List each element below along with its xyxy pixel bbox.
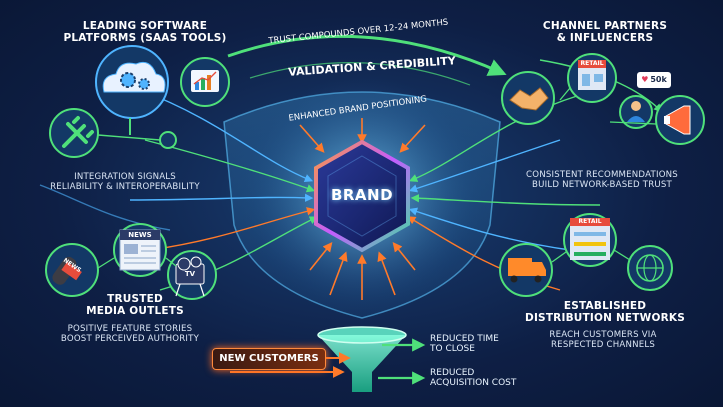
outcome-close-time: Reduced Time to Close — [430, 334, 499, 355]
funnel — [317, 326, 407, 392]
distribution-sub-line1: Reach Customers via — [549, 330, 657, 340]
trust-arc — [227, 34, 507, 76]
brand-label: BRAND — [330, 186, 394, 204]
partners-subtitle: Consistent Recommendations Build Network… — [496, 170, 708, 190]
person-icon — [631, 101, 641, 111]
partners-title-line2: & Influencers — [556, 32, 654, 45]
distribution-subtitle: Reach Customers via Respected Channels — [508, 330, 698, 350]
software-title: Leading Software Platforms (SaaS Tools) — [50, 20, 240, 45]
plug-bubble — [49, 108, 99, 158]
outcome-close-line2: to Close — [430, 344, 475, 355]
brand-hexagon — [314, 139, 410, 253]
retail-top-tag: RETAIL — [580, 60, 604, 67]
followers-badge: 50k — [637, 72, 671, 88]
gear-icon — [120, 72, 136, 88]
flow-lines-right — [407, 59, 663, 291]
news-tag: NEWS — [128, 231, 152, 239]
outcome-acq-cost: Reduced Acquisition Cost — [430, 368, 516, 389]
distribution-cluster — [499, 213, 673, 297]
partners-sub-line1: Consistent Recommendations — [526, 170, 678, 180]
flow-lines-center — [299, 118, 426, 300]
plug-icon — [62, 116, 94, 148]
validation-arc — [249, 62, 471, 86]
funnel-input-arrows — [230, 352, 351, 378]
media-title-line1: Trusted — [107, 293, 163, 305]
media-sub-line1: Positive Feature Stories — [67, 324, 193, 334]
truck-icon — [508, 258, 532, 276]
software-title-line1: Leading Software — [82, 20, 208, 32]
partners-title-line1: Channel Partners — [542, 20, 668, 32]
distribution-title-line1: Established — [563, 300, 647, 312]
funnel-output-arrows — [378, 338, 426, 385]
outcome-acq-line2: Acquisition Cost — [430, 378, 517, 389]
media-sub-line2: Boost Perceived Authority — [60, 334, 200, 345]
software-subtitle: Integration Signals Reliability & Intero… — [30, 172, 220, 192]
retail-bottom-tag: RETAIL — [578, 218, 602, 225]
tv-tag: TV — [184, 270, 196, 278]
software-title-line2: Platforms (SaaS Tools) — [63, 32, 227, 45]
software-cluster — [49, 45, 230, 158]
influencer-bubble — [619, 95, 653, 129]
media-title-line2: Media Outlets — [86, 305, 184, 318]
outcome-close-line1: Reduced Time — [430, 334, 499, 344]
funnel-icon — [318, 335, 406, 392]
distribution-sub-line2: Respected Channels — [551, 340, 655, 351]
media-subtitle: Positive Feature Stories Boost Perceived… — [30, 324, 230, 344]
partners-title: Channel Partners & Influencers — [520, 20, 690, 45]
partners-sub-line2: Build Network-Based Trust — [532, 180, 672, 191]
handshake-icon — [509, 87, 549, 111]
new-customers-label: New Customers — [212, 348, 326, 370]
partners-cluster — [501, 53, 705, 145]
distribution-title: Established Distribution Networks — [510, 300, 700, 325]
outcome-acq-line1: Reduced — [430, 368, 475, 378]
software-sub-line2: Reliability & Interoperability — [50, 182, 200, 193]
distribution-title-line2: Distribution Networks — [525, 312, 685, 325]
software-sub-line1: Integration Signals — [74, 172, 176, 182]
media-title: Trusted Media Outlets — [60, 293, 210, 318]
media-cluster — [45, 223, 217, 300]
